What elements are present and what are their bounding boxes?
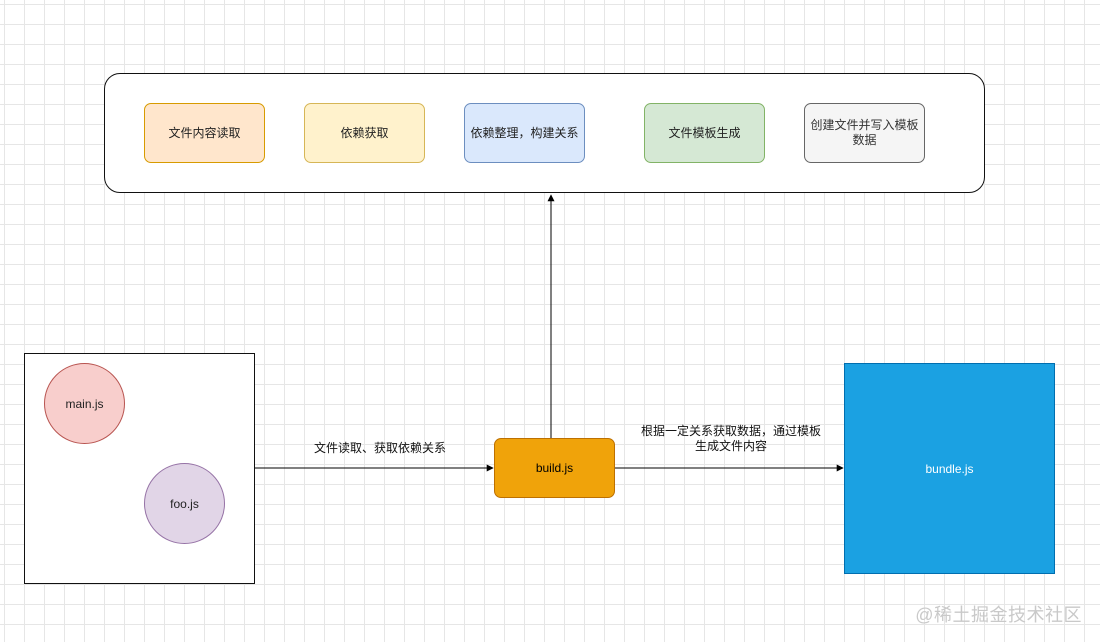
- step-template-generate: 文件模板生成: [644, 103, 765, 163]
- step-label: 依赖整理，构建关系: [470, 125, 579, 140]
- step-create-file-write: 创建文件并写入模板数据: [804, 103, 925, 163]
- edge-label-read: 文件读取、获取依赖关系: [313, 441, 446, 455]
- step-dependency-fetch: 依赖获取: [304, 103, 425, 163]
- node-label: build.js: [535, 461, 574, 475]
- node-label: foo.js: [170, 496, 199, 511]
- step-label: 依赖获取: [340, 125, 389, 140]
- foo-js-node: foo.js: [144, 463, 225, 544]
- step-label: 创建文件并写入模板数据: [810, 118, 919, 147]
- step-label: 文件模板生成: [668, 125, 741, 140]
- step-label: 文件内容读取: [168, 125, 241, 140]
- bundle-js-node: bundle.js: [844, 363, 1055, 574]
- step-dependency-organize: 依赖整理，构建关系: [464, 103, 585, 163]
- edge-label-generate: 根据一定关系获取数据，通过模板生成文件内容: [640, 424, 821, 453]
- watermark: @稀土掘金技术社区: [915, 605, 1082, 625]
- node-label: main.js: [65, 396, 104, 411]
- node-label: bundle.js: [925, 461, 974, 476]
- step-file-content-read: 文件内容读取: [144, 103, 265, 163]
- build-js-node: build.js: [494, 438, 615, 498]
- main-js-node: main.js: [44, 363, 125, 444]
